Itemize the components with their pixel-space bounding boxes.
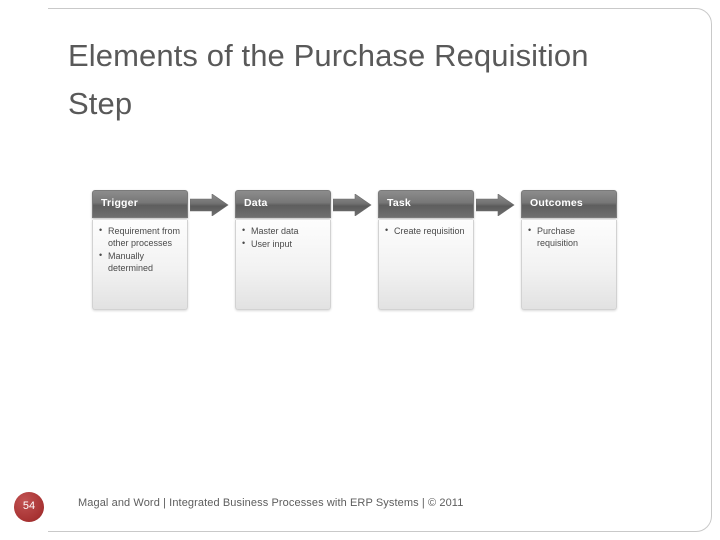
process-step-trigger: Trigger Requirement from other processes… (92, 190, 188, 310)
list-item: Purchase requisition (528, 225, 612, 250)
right-arrow-icon (475, 193, 516, 217)
list-item: Master data (242, 225, 326, 238)
left-white-band (0, 0, 48, 540)
list-item: Manually determined (99, 250, 183, 275)
page-number-badge: 54 (14, 492, 44, 522)
step-header-outcomes: Outcomes (521, 190, 617, 218)
step-bullet-list: Master data User input (236, 220, 330, 251)
step-bullet-list: Purchase requisition (522, 220, 616, 250)
step-header-label: Trigger (101, 197, 138, 209)
step-header-label: Task (387, 197, 411, 209)
step-body-data: Master data User input (235, 220, 331, 310)
page-title: Elements of the Purchase Requisition Ste… (68, 38, 589, 122)
step-body-trigger: Requirement from other processes Manuall… (92, 220, 188, 310)
step-bullet-list: Create requisition (379, 220, 473, 238)
step-header-task: Task (378, 190, 474, 218)
footer-citation: Magal and Word | Integrated Business Pro… (78, 497, 464, 509)
page-number: 54 (22, 500, 36, 512)
process-flow-diagram: Trigger Requirement from other processes… (92, 190, 632, 310)
right-arrow-icon (332, 193, 373, 217)
step-body-outcomes: Purchase requisition (521, 220, 617, 310)
list-item: User input (242, 238, 326, 251)
list-item: Create requisition (385, 225, 469, 238)
process-step-outcomes: Outcomes Purchase requisition (521, 190, 617, 310)
step-header-label: Outcomes (530, 197, 583, 209)
right-arrow-icon (189, 193, 230, 217)
process-step-task: Task Create requisition (378, 190, 474, 310)
list-item: Requirement from other processes (99, 225, 183, 250)
process-step-data: Data Master data User input (235, 190, 331, 310)
step-header-data: Data (235, 190, 331, 218)
step-bullet-list: Requirement from other processes Manuall… (93, 220, 187, 275)
step-header-trigger: Trigger (92, 190, 188, 218)
step-body-task: Create requisition (378, 220, 474, 310)
step-header-label: Data (244, 197, 268, 209)
